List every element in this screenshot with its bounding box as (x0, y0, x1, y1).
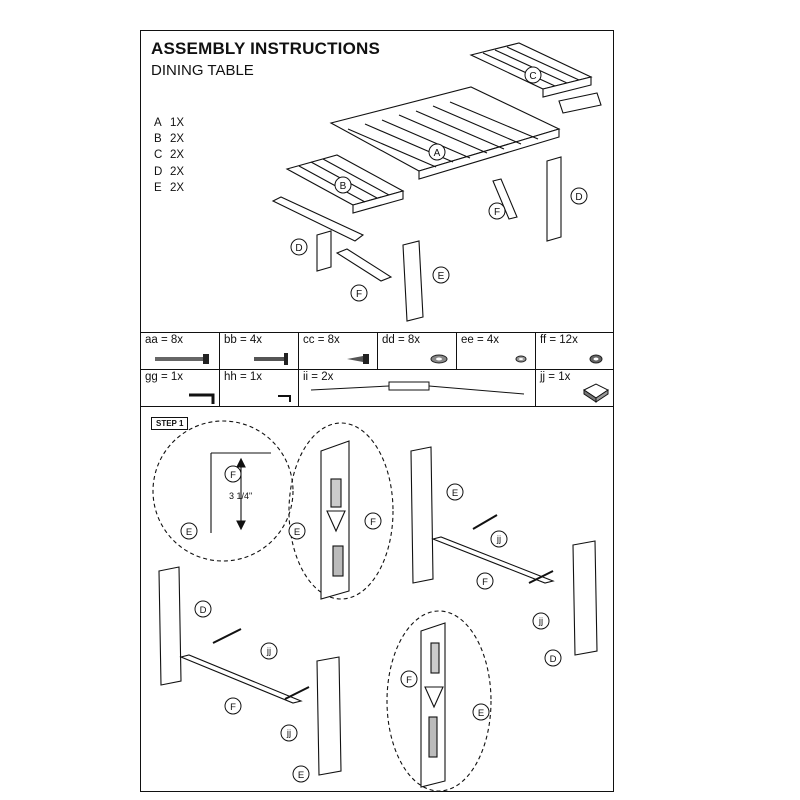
step-label: STEP 1 (151, 417, 189, 430)
callout-f: F (370, 517, 376, 528)
hardware-cell-ii: ii = 2x (299, 370, 536, 406)
callout-f: F (230, 470, 236, 481)
hardware-cell-bb: bb = 4x (220, 333, 299, 369)
hardware-table: aa = 8x bb = 4x cc = 8x dd = 8x ee = 4x … (141, 332, 613, 407)
callout-jj: jj (266, 646, 271, 657)
hardware-row: aa = 8x bb = 4x cc = 8x dd = 8x ee = 4x … (141, 333, 613, 370)
callout-c: C (529, 71, 536, 82)
exploded-table-diagram: A C B D D F E F (271, 42, 602, 322)
callout-e: E (452, 488, 458, 499)
washer-icon (430, 354, 448, 364)
turnbuckle-rod-icon (310, 381, 525, 395)
step-callouts (180, 465, 562, 783)
callout-d: D (295, 243, 302, 254)
hardware-cell-cc: cc = 8x (299, 333, 378, 369)
lag-screw-icon (347, 354, 369, 364)
table-top-part-a (329, 86, 561, 180)
wrench-block-icon (583, 383, 609, 403)
hardware-cell-hh: hh = 1x (220, 370, 299, 406)
callout-e: E (298, 770, 304, 781)
hardware-cell-ff: ff = 12x (536, 333, 613, 369)
leg-part-e (402, 240, 424, 322)
callout-d: D (200, 605, 207, 616)
callout-f: F (494, 207, 500, 218)
hardware-label: hh = 1x (224, 371, 263, 383)
hardware-cell-jj: jj = 1x (536, 370, 613, 406)
callout-f: F (482, 577, 488, 588)
hardware-cell-aa: aa = 8x (141, 333, 220, 369)
hardware-label: ii = 2x (303, 371, 334, 383)
callout-e: E (294, 527, 300, 538)
callout-f: F (356, 289, 362, 300)
hardware-row: gg = 1x hh = 1x ii = 2x jj = 1x (141, 370, 613, 406)
beam-part-f (335, 178, 518, 282)
dimension-detail: 3 1/4" (152, 420, 294, 562)
bolt-icon (155, 354, 209, 364)
hardware-label: bb = 4x (224, 334, 263, 346)
callout-f: F (406, 675, 412, 686)
lower-detail (386, 610, 492, 791)
callout-e: E (186, 527, 192, 538)
callout-b: B (340, 181, 347, 192)
leg-posts (158, 446, 598, 776)
hardware-label: ff = 12x (540, 334, 578, 346)
hardware-cell-ee: ee = 4x (457, 333, 536, 369)
beam-f (179, 536, 555, 704)
bench-part-c (469, 42, 602, 114)
hardware-cell-dd: dd = 8x (378, 333, 457, 369)
hardware-cell-gg: gg = 1x (141, 370, 220, 406)
dimension-label: 3 1/4" (229, 491, 252, 501)
callout-jj: jj (286, 728, 291, 739)
allen-key-icon (189, 393, 215, 404)
callout-e: E (438, 271, 445, 282)
wrench-handles (212, 514, 554, 700)
callout-e: E (478, 708, 484, 719)
hardware-label: dd = 8x (382, 334, 421, 346)
upper-detail (288, 422, 394, 600)
hardware-label: ee = 4x (461, 334, 500, 346)
part-callouts (290, 66, 588, 302)
callout-f: F (230, 702, 236, 713)
leg-part-d (316, 156, 562, 272)
bench-part-b (271, 154, 405, 242)
page-title: ASSEMBLY INSTRUCTIONS (151, 39, 381, 58)
small-allen-key-icon (278, 395, 291, 402)
hardware-label: cc = 8x (303, 334, 340, 346)
hardware-label: aa = 8x (145, 334, 184, 346)
nut-icon (589, 354, 603, 364)
step-1-diagram: 3 1/4" (152, 420, 598, 791)
callout-jj: jj (496, 534, 501, 545)
callout-a: A (434, 148, 441, 159)
callout-d: D (550, 654, 557, 665)
hardware-label: gg = 1x (145, 371, 184, 383)
small-washer-icon (515, 355, 527, 363)
page-subtitle: DINING TABLE (151, 62, 254, 79)
callout-jj: jj (538, 616, 543, 627)
hardware-label: jj = 1x (540, 371, 571, 383)
callout-d: D (575, 192, 582, 203)
screw-icon (254, 353, 288, 365)
